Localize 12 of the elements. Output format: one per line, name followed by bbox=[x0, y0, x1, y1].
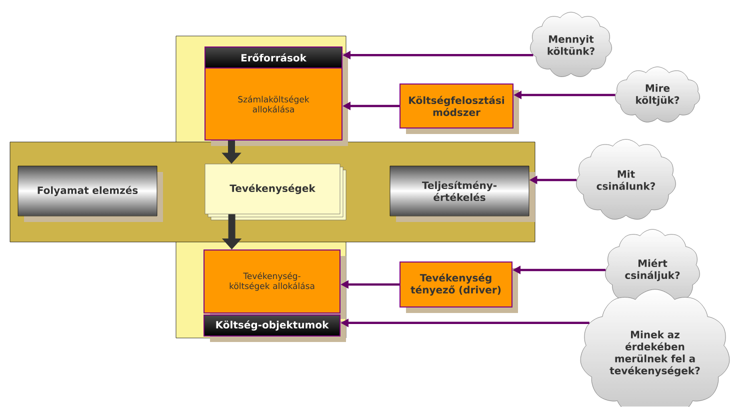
header-bar: Költség-objektumok bbox=[204, 314, 346, 342]
process-box: Folyamat elemzés bbox=[18, 166, 163, 222]
process-box: Tevékenység tényező (driver) bbox=[400, 262, 518, 313]
process-box: Költségfelosztási módszer bbox=[400, 84, 519, 134]
process-box: Teljesítmény-értékelés bbox=[390, 166, 535, 222]
stacked-box: Tevékenységek bbox=[204, 164, 346, 220]
thought-cloud: Minek az érdekében merülnek fel a tevékenységek? bbox=[580, 289, 730, 407]
thought-cloud: Mennyit költünk? bbox=[530, 12, 612, 77]
thought-cloud: Mit csinálunk? bbox=[576, 139, 676, 220]
thought-cloud: Mire költjük? bbox=[615, 66, 700, 122]
process-box: Számlaköltségek allokálása bbox=[204, 68, 348, 146]
process-box: Tevékenység-költségek allokálása bbox=[204, 250, 346, 319]
